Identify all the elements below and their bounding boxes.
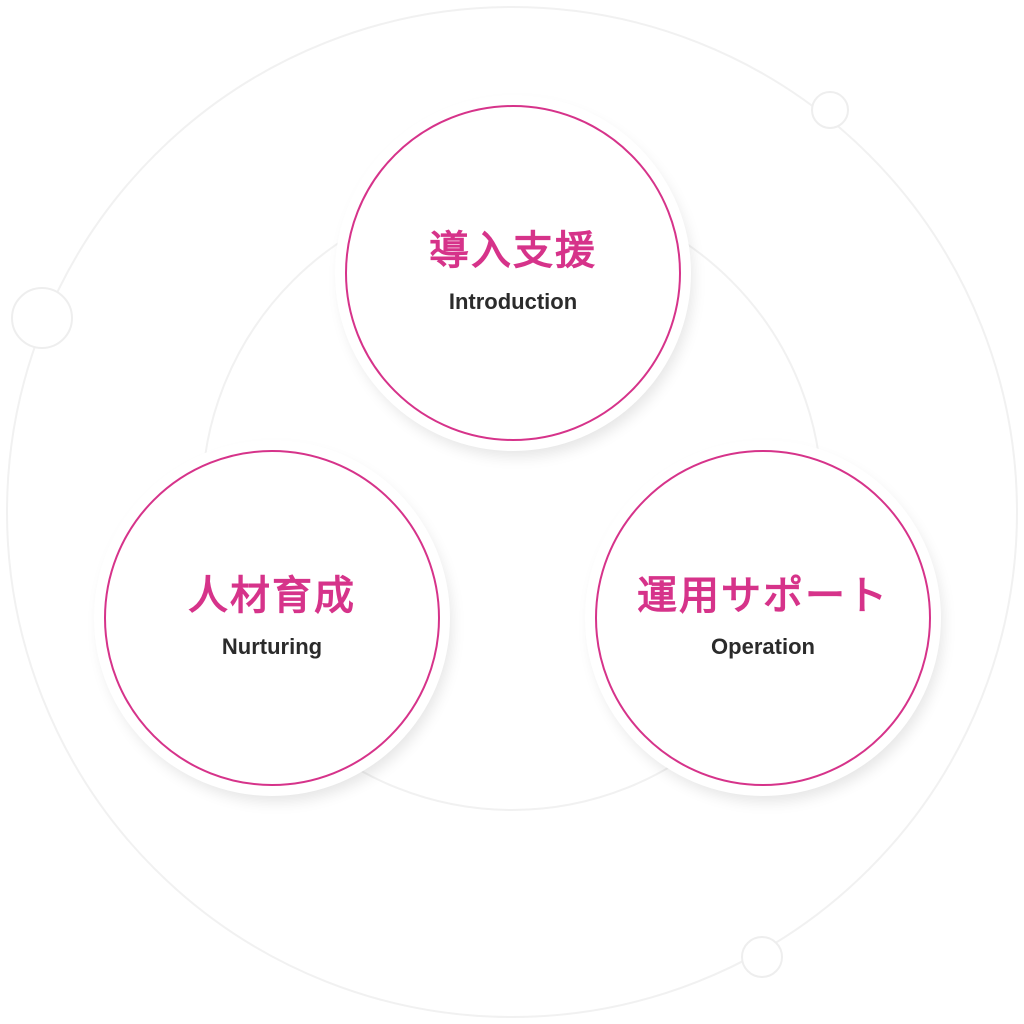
- node-nurturing: 人材育成 Nurturing: [104, 450, 440, 786]
- node-title-en: Nurturing: [221, 634, 323, 659]
- node-title-en: Introduction: [448, 289, 578, 314]
- node-title-jp: 人材育成: [188, 573, 356, 619]
- orbit-dot: [741, 936, 783, 978]
- node-title-jp: 運用サポート: [637, 573, 889, 619]
- outer-orbit: [6, 6, 1018, 1018]
- node-operation: 運用サポート Operation: [595, 450, 931, 786]
- orbit-dot: [811, 91, 849, 129]
- orbit-dot: [11, 287, 73, 349]
- node-introduction: 導入支援 Introduction: [345, 105, 681, 441]
- node-title-jp: 導入支援: [429, 228, 597, 274]
- node-title-en: Operation: [711, 634, 815, 659]
